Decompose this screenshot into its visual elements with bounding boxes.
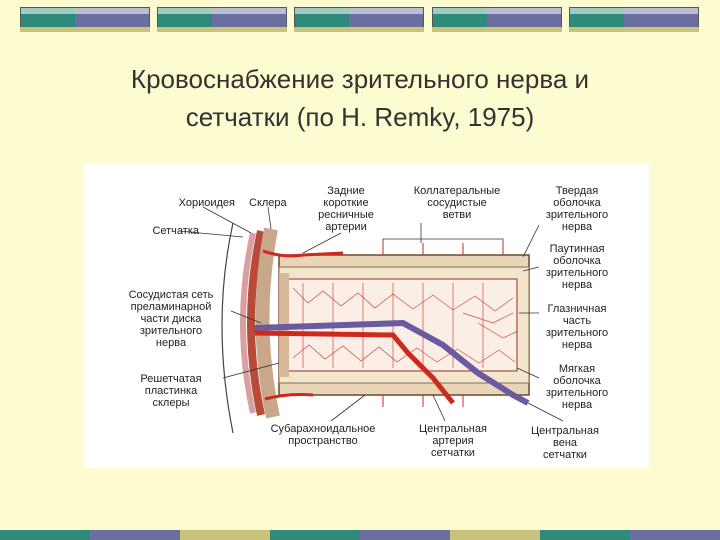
optic-nerve-diagram: Хориоидея Склера Задние короткие ресничн… [83,163,649,468]
header-underline [157,27,287,32]
footer-stripe-segment [630,530,720,540]
header-stripe-bar [569,7,699,29]
header-stripe-bar [20,7,150,29]
label-lamina-cribrosa: Решетчатая пластинка склеры [121,373,221,409]
label-orbital-part: Глазничная часть зрительного нерва [529,303,625,351]
footer-stripe-segment [90,530,180,540]
label-subarachnoid-space: Субарахноидальное пространство [243,423,403,447]
footer-stripe-segment [270,530,360,540]
header-underline [20,27,150,32]
header-stripe-bar [432,7,562,29]
label-central-retinal-vein: Центральная вена сетчатки [515,425,615,461]
footer-stripe-segment [180,530,270,540]
header-underline [294,27,424,32]
label-pia-mater: Мягкая оболочка зрительного нерва [529,363,625,411]
label-retina: Сетчатка [113,225,199,237]
header-stripe-bar [157,7,287,29]
label-central-retinal-artery: Центральная артерия сетчатки [403,423,503,459]
footer-stripe-segment [540,530,630,540]
slide-title: Кровоснабжение зрительного нерва и сетча… [0,60,720,136]
label-posterior-ciliary-arteries: Задние короткие ресничные артерии [311,185,381,233]
header-underline [569,27,699,32]
label-vascular-network: Сосудистая сеть преламинарной части диск… [101,289,241,349]
footer-stripe-segment [450,530,540,540]
decorative-footer-strip [0,530,720,540]
decorative-header-strip [0,3,720,37]
label-dura-mater: Твердая оболочка зрительного нерва [529,185,625,233]
sclera-layer [262,229,273,417]
header-underline [432,27,562,32]
header-stripe-bar [294,7,424,29]
label-arachnoid: Паутинная оболочка зрительного нерва [529,243,625,291]
footer-stripe-segment [360,530,450,540]
footer-stripe-segment [0,530,90,540]
label-collateral-branches: Коллатеральные сосудистые ветви [393,185,521,221]
label-choroid: Хориоидея [139,197,235,209]
label-sclera: Склера [249,197,309,209]
